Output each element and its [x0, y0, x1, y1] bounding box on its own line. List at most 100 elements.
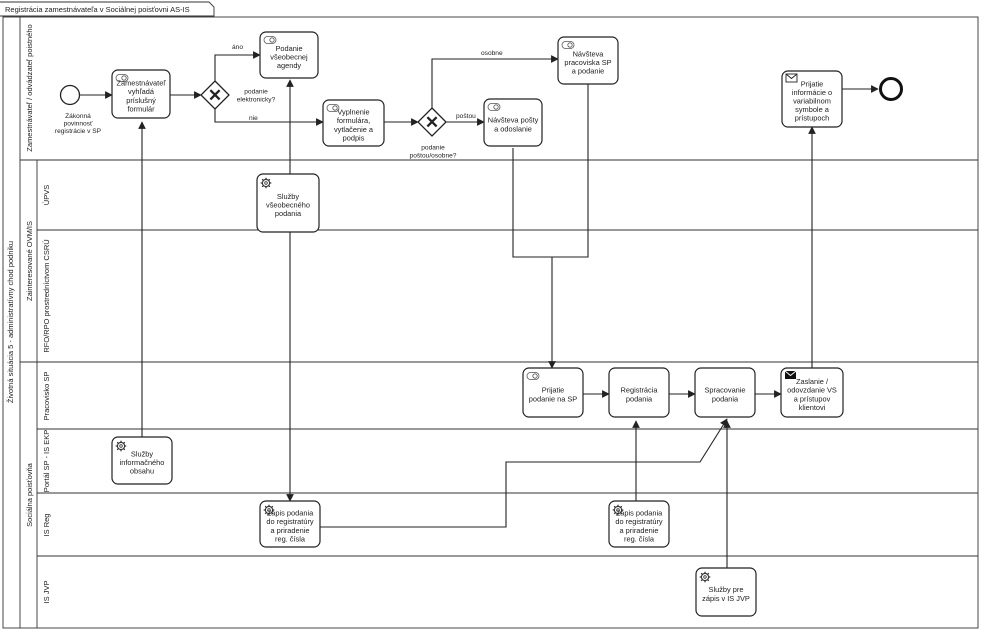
task-label-line: Podanie [275, 44, 302, 53]
user-task-icon [263, 36, 277, 44]
task-label-line: odovzdanie VS [787, 386, 837, 395]
task-label-line: pracoviska SP [564, 58, 611, 67]
task-label-line: klientovi [799, 403, 826, 412]
task-label-line: Prijatie [801, 79, 824, 88]
task-label-line: obsahu [130, 467, 154, 476]
task-label-line: reg. čísla [275, 534, 306, 543]
task-label-line: Služby pre [709, 585, 744, 594]
gateway-label-line: poštou/osobne? [410, 152, 457, 159]
task-label-line: Zápis podania [616, 509, 663, 518]
task-label-line: formulár [127, 104, 155, 113]
gateway2-osobne-label: osobne [481, 50, 503, 57]
start-event[interactable] [59, 84, 81, 106]
task-label-line: informačného [120, 458, 165, 467]
send-message-icon [784, 370, 797, 379]
task-label-line: Vyplnenie [337, 108, 369, 117]
lane-label-socialna: Sociálna poisťovňa [25, 462, 34, 527]
task-label-line: agendy [277, 61, 302, 70]
task-label-line: reg. čísla [624, 534, 655, 543]
task-label-line: symbole a [795, 105, 830, 114]
gateway2-postou-label: poštou [456, 113, 476, 120]
lane-label-pracovisko: Pracovisko SP [42, 372, 51, 421]
task-label-line: formulára, [337, 116, 370, 125]
gateway-postou-osobne[interactable]: ✕ [417, 107, 447, 137]
gateway-label-line: podanie [421, 145, 445, 152]
lane-label-zamestnavatel: Zamestnávateľ / odvádzateľ poistného [25, 24, 34, 151]
task-label-line: podania [712, 394, 739, 403]
lane-label-isreg: IS Reg [42, 514, 51, 537]
task-label-line: Služby [277, 192, 299, 201]
lane-label-portal: Portál SP - IS EKP [42, 430, 51, 492]
task-zaslanie[interactable]: Zaslanie /odovzdanie VSa prístupovklient… [780, 367, 844, 418]
task-label-line: Zamestnávateľ [117, 79, 167, 88]
task-label-line: podpis [343, 133, 365, 142]
task-label-line: a podanie [572, 67, 604, 76]
gateway1-no-label: nie [249, 115, 258, 122]
task-label-line: podania [275, 209, 302, 218]
task-label-line: vytlačenie a [334, 125, 374, 134]
sequence-flows [80, 51, 879, 568]
task-label-line: Zápis podania [267, 509, 314, 518]
task-label-line: Zaslanie / [796, 377, 829, 386]
task-label-line: do registratúry [615, 517, 663, 526]
task-label-line: Registrácia [621, 386, 659, 395]
start-label-line: povinnosť [64, 121, 93, 128]
gateway-label-line: elektronicky? [237, 96, 276, 103]
task-label-line: Návšteva pošty [488, 116, 539, 125]
diagram-title-tab: Registrácia zamestnávateľa v Sociálnej p… [0, 1, 215, 17]
task-label-line: a odoslanie [494, 124, 532, 133]
task-label-line: všeobecnej [270, 53, 308, 62]
gateway1-yes-label: áno [232, 44, 243, 51]
task-label-line: Prijatie [542, 386, 565, 395]
task-label-line: Spracovanie [704, 386, 745, 395]
task-label-line: príslušný [126, 96, 156, 105]
task-label-line: všeobecného [266, 201, 310, 210]
lane-label-upvs: ÚPVS [42, 185, 51, 205]
gateway-x-icon: ✕ [425, 113, 439, 132]
lane-label-rfo-rpo: RFO/RPO prostredníctvom CSRÚ [42, 239, 51, 352]
gateway-elektronicky[interactable]: ✕ [200, 80, 230, 110]
task-label-line: vyhľadá [128, 87, 155, 96]
task-label-line: a priradenie [270, 526, 309, 535]
gateway-x-icon: ✕ [208, 86, 222, 105]
end-event[interactable] [879, 77, 903, 101]
start-label-line: Zákonná [65, 113, 91, 120]
task-label-line: prístupoch [795, 114, 830, 123]
user-task-icon [487, 103, 501, 111]
diagram-title: Registrácia zamestnávateľa v Sociálnej p… [5, 5, 190, 14]
task-label-line: a priradenie [619, 526, 658, 535]
task-label-line: do registratúry [266, 517, 314, 526]
task-label-line: zápis v IS JVP [702, 594, 750, 603]
lane-label-zainteresovane: Zainteresované OVM/IS [25, 221, 34, 301]
task-label-line: Služby [131, 449, 153, 458]
pool-frame [2, 16, 979, 629]
user-task-icon [561, 41, 575, 49]
task-label-line: podanie na SP [529, 394, 578, 403]
task-label-line: variabilnom [793, 97, 831, 106]
start-label-line: registrácie v SP [55, 128, 102, 135]
task-label-line: podania [626, 394, 653, 403]
task-label-line: a prístupov [794, 394, 831, 403]
pool-label: Životná situácia 5 - administratívny cho… [6, 241, 15, 403]
lane-label-isjvp: IS JVP [42, 581, 51, 604]
task-label-line: Návšteva [573, 49, 605, 58]
user-task-icon [526, 372, 540, 380]
